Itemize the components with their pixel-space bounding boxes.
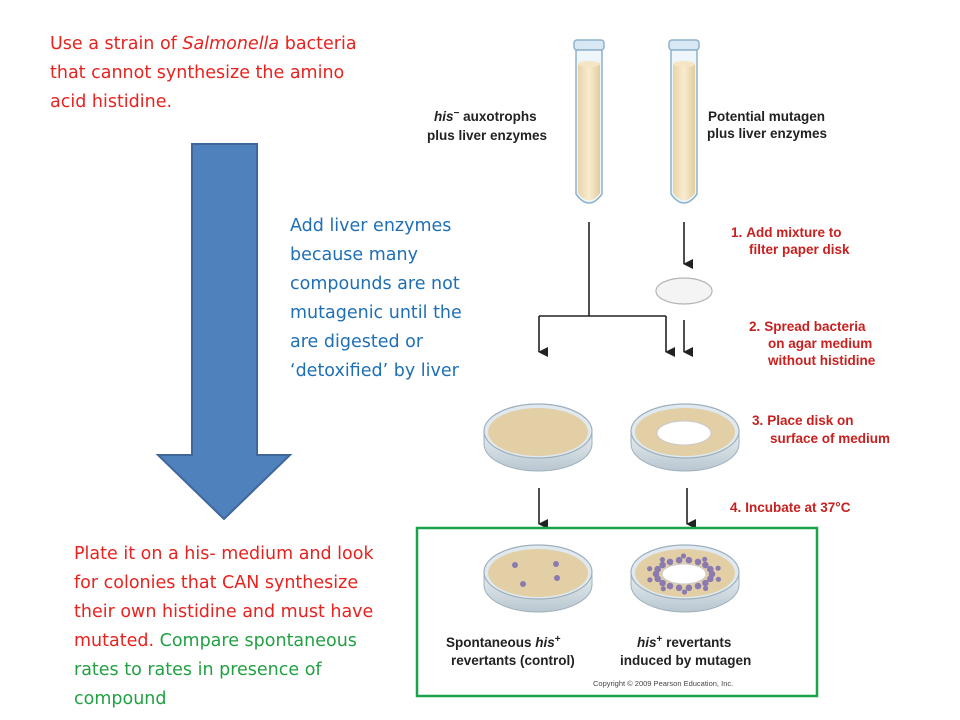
tube-right-label: Potential mutagen plus liver enzymes — [707, 109, 829, 141]
step-4-label: 4.Incubate at 37°C — [730, 500, 851, 515]
conclusion-text: Plate it on a his- medium and look for c… — [74, 544, 374, 709]
plate-control-spread — [483, 403, 593, 472]
test-tube-left — [573, 39, 605, 204]
colony — [715, 576, 722, 582]
colony — [703, 585, 709, 592]
plate-mutagen-with-disk — [630, 403, 740, 472]
salmonella-italic: Salmonella — [182, 34, 280, 54]
results-box — [415, 526, 819, 698]
colony — [654, 565, 661, 573]
step-3-label: 3.Place disk on surface of medium — [752, 413, 890, 446]
colony — [707, 575, 714, 583]
colony — [666, 558, 674, 566]
result-left-label: Spontaneous his+ revertants (control) — [446, 630, 575, 668]
colony — [659, 561, 666, 569]
colony — [685, 584, 693, 592]
colony — [666, 582, 674, 590]
plate-mutagen-result — [630, 544, 740, 613]
colony — [694, 582, 702, 590]
intro-text: Use a strain of Salmonella bacteria that… — [50, 34, 357, 112]
colony — [675, 584, 683, 592]
flow-arrows — [538, 222, 696, 529]
colony — [685, 556, 693, 564]
step-1-label: 1.Add mixture to filter paper disk — [731, 225, 850, 257]
step-2-label: 2.Spread bacteria on agar medium without… — [749, 319, 876, 368]
result-right-label: his+ revertants induced by mutagen — [620, 634, 751, 668]
colony — [675, 556, 683, 564]
colony — [702, 556, 708, 562]
colony — [659, 557, 666, 563]
liver-enzymes-note: Add liver enzymes because many compounds… — [290, 216, 462, 381]
colony — [702, 561, 709, 569]
tube-left-label: his− auxotrophs plus liver enzymes — [427, 108, 547, 143]
colony — [694, 558, 702, 566]
colony — [702, 579, 709, 587]
colony — [715, 565, 721, 571]
colony — [647, 577, 653, 583]
plate-spontaneous-result — [483, 544, 593, 613]
spontaneous-colonies — [512, 561, 560, 587]
colony — [707, 565, 714, 573]
colony — [659, 579, 666, 587]
filter-paper-disk — [655, 277, 713, 305]
colony — [660, 586, 666, 592]
copyright-text: Copyright © 2009 Pearson Education, Inc. — [593, 679, 733, 688]
induced-colonies-ring — [647, 553, 722, 595]
test-tube-right — [668, 39, 700, 204]
big-down-arrow — [155, 143, 293, 521]
colony — [681, 589, 688, 595]
colony — [680, 553, 687, 559]
colony — [647, 566, 653, 572]
